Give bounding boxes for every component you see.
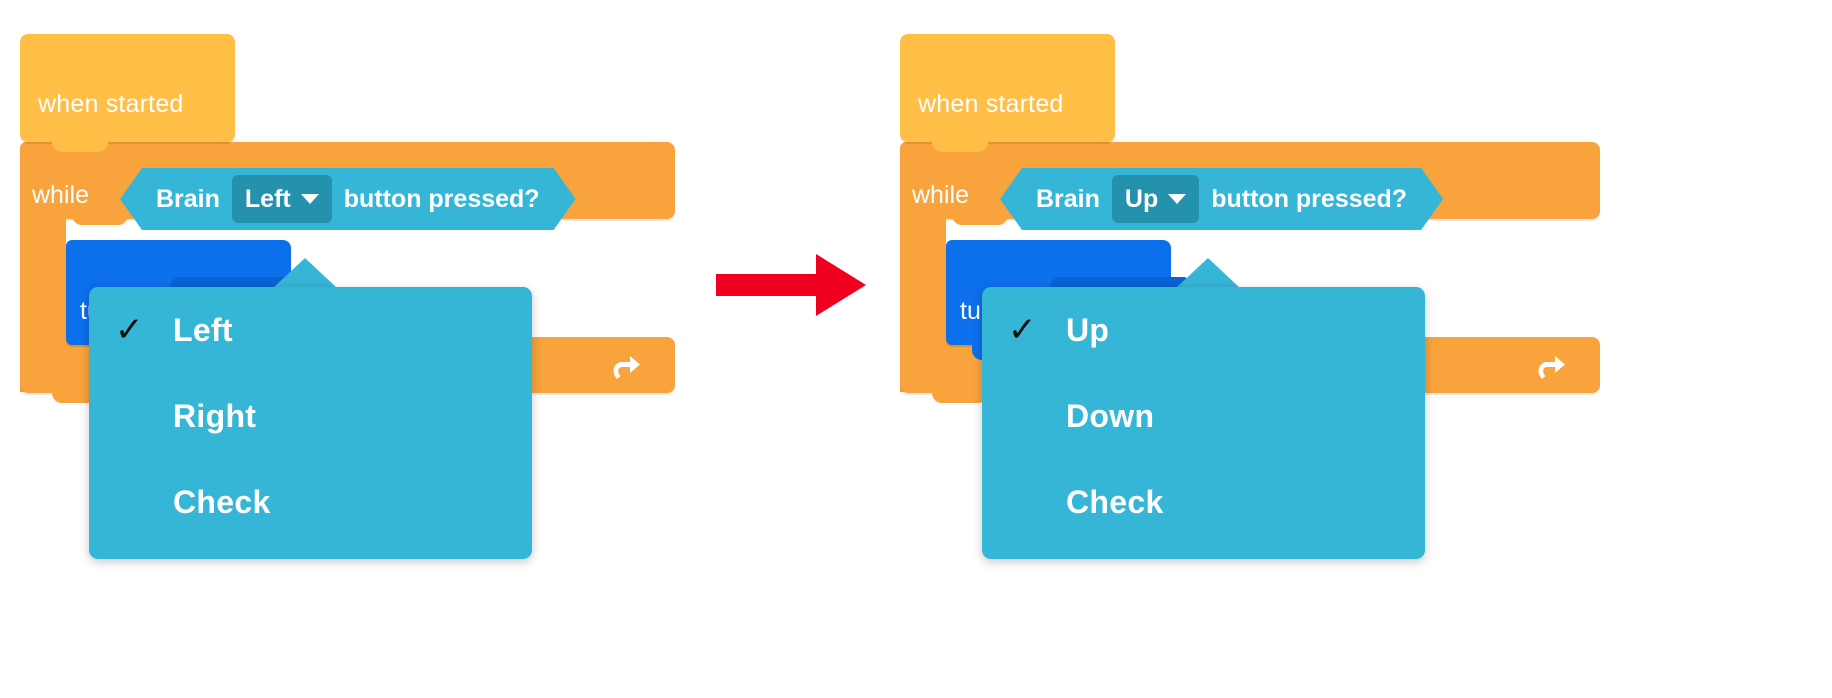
checkmark-icon: ✓ bbox=[115, 311, 144, 349]
dropdown-menu[interactable]: ✓ Left ✓ Right ✓ Check bbox=[89, 287, 532, 559]
when-started-label: when started bbox=[918, 90, 1064, 118]
loop-arrow-icon bbox=[1538, 356, 1565, 379]
hat-block-icon bbox=[920, 64, 1105, 134]
while-keyword-label: while bbox=[32, 181, 89, 209]
button-dropdown-value: Left bbox=[244, 184, 291, 213]
dropdown-menu-item-label: Check bbox=[1066, 483, 1164, 520]
loop-arrow-icon bbox=[613, 356, 640, 379]
condition-suffix-label: button pressed? bbox=[1211, 184, 1408, 213]
brain-button-pressed-reporter[interactable]: Brain Left button pressed? bbox=[120, 168, 576, 230]
turn-block-top-notch bbox=[972, 240, 1028, 255]
when-started-notch bbox=[52, 136, 108, 152]
dropdown-menu-item-1[interactable]: ✓ Down bbox=[982, 373, 1425, 459]
transition-right-arrow-icon bbox=[716, 254, 866, 316]
panel-after: while when started Brain Up button press… bbox=[880, 0, 1640, 698]
dropdown-menu-item-label: Right bbox=[173, 397, 257, 434]
while-block-bottom-notch bbox=[932, 388, 988, 403]
dropdown-menu-tail bbox=[1176, 258, 1240, 288]
when-started-block[interactable]: when started bbox=[20, 34, 235, 142]
checkmark-placeholder: ✓ bbox=[1008, 485, 1066, 519]
dropdown-menu[interactable]: ✓ Up ✓ Down ✓ Check bbox=[982, 287, 1425, 559]
dropdown-menu-item-label: Left bbox=[173, 311, 233, 348]
condition-prefix-label: Brain bbox=[1036, 184, 1100, 213]
chevron-down-icon bbox=[1168, 194, 1186, 204]
while-block-inner-notch bbox=[72, 210, 128, 225]
checkmark-placeholder: ✓ bbox=[115, 399, 173, 433]
dropdown-menu-item-0[interactable]: ✓ Left bbox=[89, 287, 532, 373]
dropdown-menu-item-1[interactable]: ✓ Right bbox=[89, 373, 532, 459]
checkmark-placeholder: ✓ bbox=[1008, 399, 1066, 433]
dropdown-menu-item-0[interactable]: ✓ Up bbox=[982, 287, 1425, 373]
button-dropdown-field[interactable]: Left bbox=[232, 175, 332, 223]
dropdown-menu-item-label: Down bbox=[1066, 397, 1155, 434]
when-started-notch bbox=[932, 136, 988, 152]
checkmark-placeholder: ✓ bbox=[115, 485, 173, 519]
while-block-inner-notch bbox=[952, 210, 1008, 225]
hat-block-icon bbox=[40, 64, 225, 134]
panel-before: while when started Brain Left button pre… bbox=[0, 0, 760, 698]
dropdown-menu-tail bbox=[273, 258, 337, 288]
dropdown-menu-item-2[interactable]: ✓ Check bbox=[982, 459, 1425, 545]
condition-prefix-label: Brain bbox=[156, 184, 220, 213]
checkmark-icon: ✓ bbox=[1008, 311, 1037, 349]
dropdown-menu-item-2[interactable]: ✓ Check bbox=[89, 459, 532, 545]
condition-suffix-label: button pressed? bbox=[343, 184, 540, 213]
turn-block-keyword: tu bbox=[960, 297, 981, 325]
button-dropdown-value: Up bbox=[1124, 184, 1159, 213]
dropdown-menu-item-label: Up bbox=[1066, 311, 1110, 348]
turn-block-top-notch bbox=[92, 240, 148, 255]
dropdown-menu-item-label: Check bbox=[173, 483, 271, 520]
when-started-block[interactable]: when started bbox=[900, 34, 1115, 142]
brain-button-pressed-reporter[interactable]: Brain Up button pressed? bbox=[1000, 168, 1443, 230]
chevron-down-icon bbox=[301, 194, 319, 204]
when-started-label: when started bbox=[38, 90, 184, 118]
button-dropdown-field[interactable]: Up bbox=[1112, 175, 1199, 223]
while-keyword-label: while bbox=[912, 181, 969, 209]
